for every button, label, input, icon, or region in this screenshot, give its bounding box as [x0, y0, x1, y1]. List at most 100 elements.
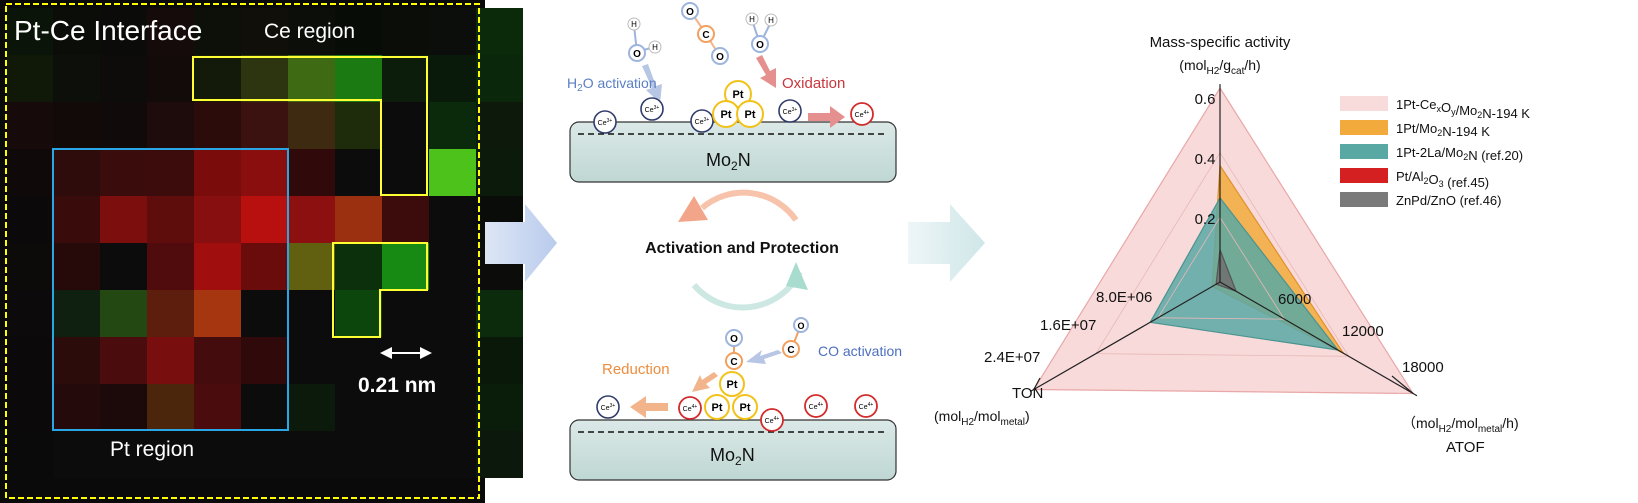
tick-label-right: 12000: [1342, 323, 1384, 340]
legend-label: 1Pt/Mo2N-194 K: [1396, 121, 1490, 139]
heatmap-cell: [100, 196, 147, 243]
ce4-ion: Ce4+: [850, 102, 874, 126]
heatmap-cell: [194, 243, 241, 290]
ce4-ion: Ce4+: [854, 394, 878, 418]
heatmap-cell: [476, 8, 523, 55]
heatmap-cell: [241, 55, 288, 102]
radar-series-layer: [1032, 86, 1415, 395]
heatmap-cell: [241, 196, 288, 243]
heatmap-cell: [241, 337, 288, 384]
reduction-arrow-left: [630, 396, 668, 418]
activation-protection-label: Activation and Protection: [645, 240, 839, 257]
heatmap-cell: [53, 384, 100, 431]
heatmap-title: Pt-Ce Interface: [14, 15, 202, 46]
heatmap-cell: [476, 337, 523, 384]
heatmap-cell: [194, 384, 241, 431]
cycle-arrow-head-bottom: [786, 262, 808, 290]
tick-label-right: 6000: [1278, 291, 1311, 308]
heatmap-cell: [241, 102, 288, 149]
axis-top-unit: (molH2/gcat/h): [1179, 57, 1260, 77]
heatmap-cell: [53, 431, 100, 478]
heatmap-cell: [335, 102, 382, 149]
heatmap-cell: [100, 431, 147, 478]
ce3-label: Ce3+: [695, 117, 710, 126]
heatmap-cell: [147, 55, 194, 102]
radar-grid-ring: [1157, 216, 1286, 320]
heatmap-cell: [147, 243, 194, 290]
heatmap-cell: [241, 431, 288, 478]
ce4-ion: Ce4+: [804, 394, 828, 418]
heatmap-cell: [288, 290, 335, 337]
tick-label-top: 0.2: [1195, 211, 1216, 228]
heatmap-cell: [335, 8, 382, 55]
h2o-activation-label: H2O activation: [567, 75, 657, 94]
heatmap-cell: [429, 55, 476, 102]
heatmap-cell: [476, 55, 523, 102]
radar-grid-ring: [1095, 151, 1350, 357]
atom-label: C: [702, 30, 709, 41]
atom-label: H: [652, 43, 658, 52]
heatmap-cell: [6, 55, 53, 102]
radar-series-2: [1149, 196, 1340, 351]
co-oxidation-molecule: O C O: [681, 2, 729, 65]
heatmap-cell: [335, 384, 382, 431]
heatmap-cell: [53, 8, 100, 55]
heatmap-cell: [429, 243, 476, 290]
heatmap-cell: [241, 384, 288, 431]
heatmap-cell: [288, 102, 335, 149]
atom-label: C: [787, 345, 794, 356]
heatmap-cell: [53, 149, 100, 196]
axis-right-unit: （molH2/molmetal/h): [1402, 415, 1519, 435]
legend-label: Pt/Al2O3 (ref.45): [1396, 169, 1489, 190]
heatmap-cell: [476, 149, 523, 196]
heatmap-cell: [382, 290, 429, 337]
heatmap-cell: [288, 196, 335, 243]
heatmap-cell: [288, 8, 335, 55]
legend-label: 1Pt-2La/Mo2N (ref.20): [1396, 145, 1523, 163]
legend-swatch: [1340, 144, 1388, 159]
heatmap-cell: [100, 102, 147, 149]
pt-label: Pt: [740, 402, 751, 414]
pt-label: Pt: [712, 402, 723, 414]
cycle-arc-top: [700, 189, 799, 222]
heatmap-cell: [429, 149, 476, 196]
pt-region-label: Pt region: [110, 438, 194, 461]
co-molecule-gas: O C: [782, 317, 809, 358]
big-arrow-left: [485, 204, 557, 282]
heatmap-cell: [382, 149, 429, 196]
heatmap-cell: [194, 431, 241, 478]
heatmap-cell: [382, 243, 429, 290]
heatmap-cell: [429, 290, 476, 337]
heatmap-cell: [53, 196, 100, 243]
scale-label: 0.21 nm: [358, 374, 436, 397]
heatmap-cell: [6, 431, 53, 478]
heatmap-cell: [288, 243, 335, 290]
heatmap-cell: [476, 102, 523, 149]
ce3-ion: Ce3+: [596, 395, 620, 419]
radar-series-4: [1215, 249, 1238, 293]
atom-label: O: [716, 52, 724, 63]
axis-left-unit: (molH2/molmetal): [934, 408, 1030, 428]
heatmap-cell: [53, 243, 100, 290]
atom-label: O: [756, 40, 764, 51]
reduction-arrow-up: [692, 372, 718, 392]
heatmap-cell: [147, 431, 194, 478]
ce3-ion: Ce3+: [640, 97, 664, 121]
tick-label-left: 2.4E+07: [984, 349, 1040, 366]
heatmap-cell: [382, 337, 429, 384]
ce3-label: Ce3+: [645, 105, 660, 114]
tick-label-top: 0.6: [1195, 91, 1216, 108]
heatmap-cell: [194, 55, 241, 102]
heatmap-cell: [288, 55, 335, 102]
radar-axis-extension: [1391, 375, 1414, 394]
heatmap-cell: [288, 149, 335, 196]
heatmap-cell: [429, 102, 476, 149]
heatmap-cell: [53, 290, 100, 337]
heatmap-cell: [382, 431, 429, 478]
heatmap-cell: [335, 243, 382, 290]
heatmap-cell: [100, 337, 147, 384]
heatmap-cell: [100, 384, 147, 431]
atom-label: H: [749, 15, 755, 24]
co-molecule-adsorbed: O C: [725, 329, 743, 370]
heatmap-cell: [335, 290, 382, 337]
